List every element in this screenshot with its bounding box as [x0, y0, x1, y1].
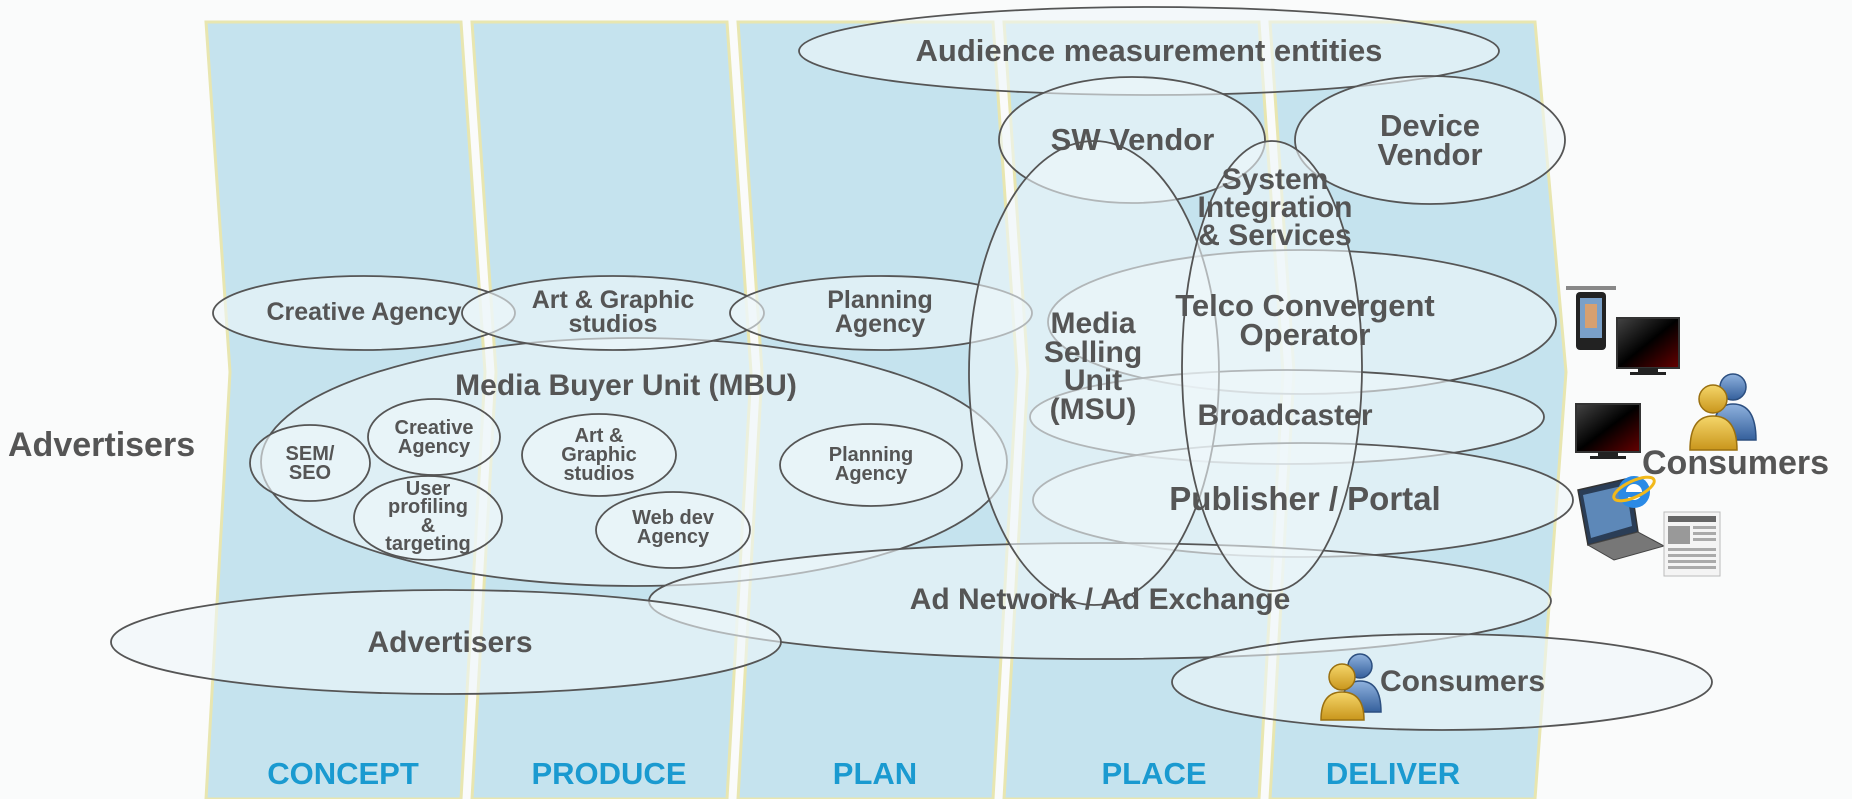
art-graphic-label: Art & Graphic studios [531, 286, 695, 338]
ellipse-sem-seo [249, 424, 371, 502]
ellipse-mbu-art-graphic [521, 413, 677, 497]
ellipse-device-vendor [1294, 75, 1566, 205]
tv-icon [1575, 403, 1641, 459]
mbu-art-graphic-label: Art & Graphic studios [561, 425, 637, 485]
ellipse-system-integration [1181, 140, 1363, 592]
mobile-phone-icon [1566, 286, 1616, 350]
stage-label-concept: CONCEPT [267, 756, 419, 791]
advertisers-side-label: Advertisers [8, 426, 196, 464]
sw-vendor-label: SW Vendor [1050, 122, 1215, 157]
stage-label-produce: PRODUCE [531, 756, 687, 791]
ellipse-user-profiling [353, 475, 503, 561]
system-integration-label: System Integration & Services [1197, 163, 1353, 252]
audience-measurement-label: Audience measurement entities [915, 33, 1383, 68]
ellipse-advertisers [110, 589, 782, 695]
telco-operator-label: Telco Convergent Operator [1175, 288, 1435, 353]
web-dev-label: Web dev Agency [632, 507, 714, 548]
newspaper-icon [1663, 511, 1721, 577]
user-profiling-label: User profiling & targeting [385, 478, 471, 556]
ellipse-mbu-planning [779, 423, 963, 507]
mbu-creative-agency-label: Creative Agency [394, 417, 474, 458]
ad-network-label: Ad Network / Ad Exchange [909, 583, 1291, 616]
internet-explorer-icon [1612, 475, 1656, 508]
stage-label-deliver: DELIVER [1325, 756, 1461, 791]
planning-agency-label: Planning Agency [827, 286, 933, 338]
device-vendor-label: Device Vendor [1377, 108, 1483, 173]
sem-seo-label: SEM/ SEO [285, 443, 335, 484]
consumers-label: Consumers [1380, 665, 1546, 698]
broadcaster-label: Broadcaster [1197, 399, 1373, 432]
ellipse-consumers [1171, 633, 1713, 731]
advertisers-label: Advertisers [367, 626, 533, 659]
stage-label-place: PLACE [1101, 756, 1207, 791]
publisher-portal-label: Publisher / Portal [1169, 480, 1441, 517]
ellipse-web-dev [595, 491, 751, 569]
tv-icon [1616, 317, 1680, 375]
mbu-planning-agency-label: Planning Agency [828, 444, 914, 485]
media-selling-unit-label: Media Selling Unit (MSU) [1043, 307, 1143, 426]
users-icon [1320, 653, 1382, 721]
stage-label-plan: PLAN [832, 756, 918, 791]
creative-agency-label: Creative Agency [266, 298, 462, 326]
ellipse-mbu-creative [367, 398, 501, 476]
mbu-label: Media Buyer Unit (MBU) [455, 369, 797, 402]
consumers-side-label: Consumers [1642, 444, 1830, 482]
users-icon [1689, 373, 1757, 451]
